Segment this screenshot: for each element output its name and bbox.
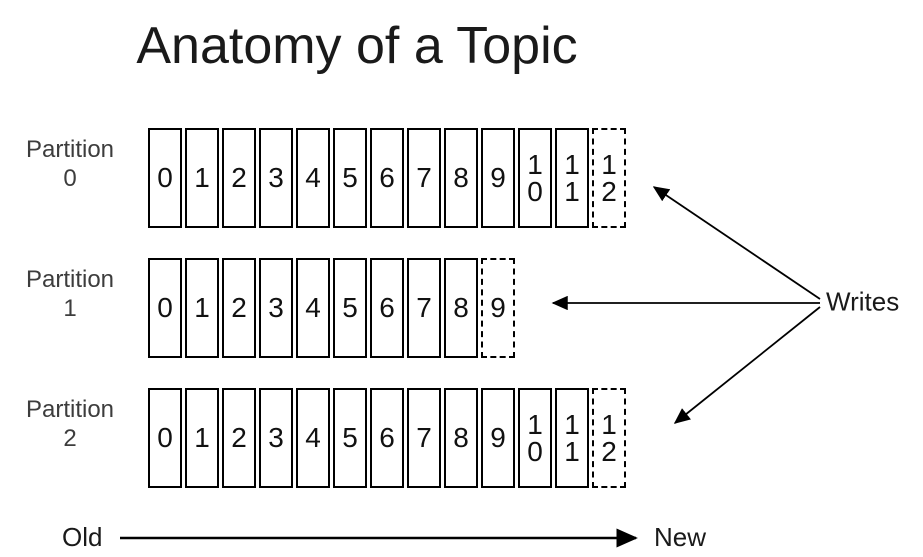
message-cell: 6: [370, 128, 404, 228]
message-cell: 4: [296, 128, 330, 228]
message-cell: 8: [444, 128, 478, 228]
message-offset: 3: [268, 422, 284, 454]
message-offset: 0: [157, 292, 173, 324]
message-cell: 3: [259, 128, 293, 228]
message-cell: 2: [222, 258, 256, 358]
message-cell: 10: [518, 128, 552, 228]
message-offset: 10: [527, 148, 543, 207]
message-offset: 5: [342, 162, 358, 194]
next-write-cell: 12: [592, 128, 626, 228]
message-offset: 3: [268, 292, 284, 324]
message-cell: 10: [518, 388, 552, 488]
message-cell: 1: [185, 258, 219, 358]
message-offset: 8: [453, 422, 469, 454]
new-label: New: [654, 522, 707, 552]
message-cell: 7: [407, 388, 441, 488]
message-offset: 8: [453, 162, 469, 194]
message-offset: 2: [231, 422, 247, 454]
message-offset: 9: [490, 162, 506, 194]
message-offset: 6: [379, 292, 395, 324]
message-cell: 9: [481, 128, 515, 228]
message-offset: 1: [194, 422, 210, 454]
message-cell: 9: [481, 388, 515, 488]
message-offset: 9: [490, 422, 506, 454]
message-offset: 7: [416, 422, 432, 454]
partition-label-word: Partition: [25, 396, 115, 423]
message-offset: 8: [453, 292, 469, 324]
next-write-cell: 12: [592, 388, 626, 488]
message-offset: 5: [342, 422, 358, 454]
message-cell: 8: [444, 388, 478, 488]
message-offset: 2: [231, 162, 247, 194]
partition-label-number: 0: [63, 164, 77, 192]
message-cell: 7: [407, 128, 441, 228]
message-offset: 0: [157, 162, 173, 194]
message-cell: 6: [370, 258, 404, 358]
message-offset: 5: [342, 292, 358, 324]
message-cell: 11: [555, 128, 589, 228]
old-label: Old: [62, 522, 103, 552]
message-offset: 11: [564, 148, 580, 207]
message-offset: 2: [231, 292, 247, 324]
message-offset: 6: [379, 162, 395, 194]
next-write-cell: 9: [481, 258, 515, 358]
message-cell: 1: [185, 388, 219, 488]
diagram-title: Anatomy of a Topic: [136, 17, 578, 75]
message-cell: 5: [333, 258, 367, 358]
message-cell: 1: [185, 128, 219, 228]
message-cell: 5: [333, 388, 367, 488]
next-write-offset: 12: [601, 148, 617, 207]
partition-label-number: 1: [63, 294, 77, 322]
message-cell: 2: [222, 388, 256, 488]
message-cell: 0: [148, 128, 182, 228]
message-offset: 4: [305, 292, 321, 324]
message-offset: 4: [305, 162, 321, 194]
message-offset: 3: [268, 162, 284, 194]
message-offset: 0: [157, 422, 173, 454]
message-cell: 0: [148, 258, 182, 358]
message-cell: 4: [296, 258, 330, 358]
message-offset: 11: [564, 408, 580, 467]
message-offset: 10: [527, 408, 543, 467]
next-write-offset: 9: [490, 292, 506, 324]
message-offset: 4: [305, 422, 321, 454]
message-offset: 1: [194, 162, 210, 194]
message-cell: 2: [222, 128, 256, 228]
message-cell: 11: [555, 388, 589, 488]
message-offset: 6: [379, 422, 395, 454]
message-cell: 6: [370, 388, 404, 488]
message-cell: 5: [333, 128, 367, 228]
message-cell: 3: [259, 258, 293, 358]
message-cell: 3: [259, 388, 293, 488]
writes-label: Writes: [826, 286, 900, 317]
message-cell: 7: [407, 258, 441, 358]
partition-label-word: Partition: [25, 136, 115, 163]
message-cell: 8: [444, 258, 478, 358]
partition-label-word: Partition: [25, 266, 115, 293]
message-offset: 7: [416, 292, 432, 324]
message-cell: 0: [148, 388, 182, 488]
message-offset: 7: [416, 162, 432, 194]
partition-label-number: 2: [63, 424, 77, 452]
next-write-offset: 12: [601, 408, 617, 467]
message-offset: 1: [194, 292, 210, 324]
message-cell: 4: [296, 388, 330, 488]
